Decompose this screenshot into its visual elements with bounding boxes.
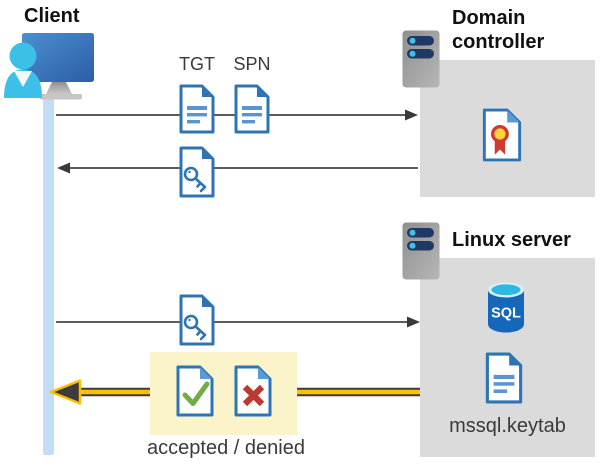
key-ticket-document-icon: [179, 146, 215, 198]
keytab-file-label: mssql.keytab: [449, 415, 566, 437]
keytab-document-icon: [485, 352, 523, 404]
certificate-icon: [482, 108, 522, 162]
domain-controller-title: Domain controller: [452, 7, 545, 53]
linux-server-title: Linux server: [452, 229, 571, 251]
arrow-client-to-dc: [56, 109, 418, 121]
key-ticket-document-icon: [179, 294, 215, 346]
client-lifeline: [43, 97, 54, 455]
accepted-denied-label: accepted / denied: [147, 437, 305, 459]
sql-database-icon: SQL: [488, 282, 524, 333]
server-icon-dc: [402, 30, 440, 88]
client-title: Client: [24, 5, 80, 27]
spn-document-icon: [234, 84, 270, 134]
server-icon-linux: [402, 222, 440, 280]
denied-cross-document-icon: [234, 365, 272, 417]
accepted-denied-highlight-box: [150, 352, 297, 435]
tgt-label: TGT: [179, 54, 215, 74]
client-user-workstation-icon: [4, 33, 94, 100]
arrow-dc-to-client: [57, 162, 418, 174]
spn-label: SPN: [233, 54, 271, 74]
arrow-client-to-linux: [56, 316, 420, 328]
accepted-check-document-icon: [176, 365, 214, 417]
tgt-document-icon: [179, 84, 215, 134]
sql-icon-label: SQL: [491, 306, 521, 322]
